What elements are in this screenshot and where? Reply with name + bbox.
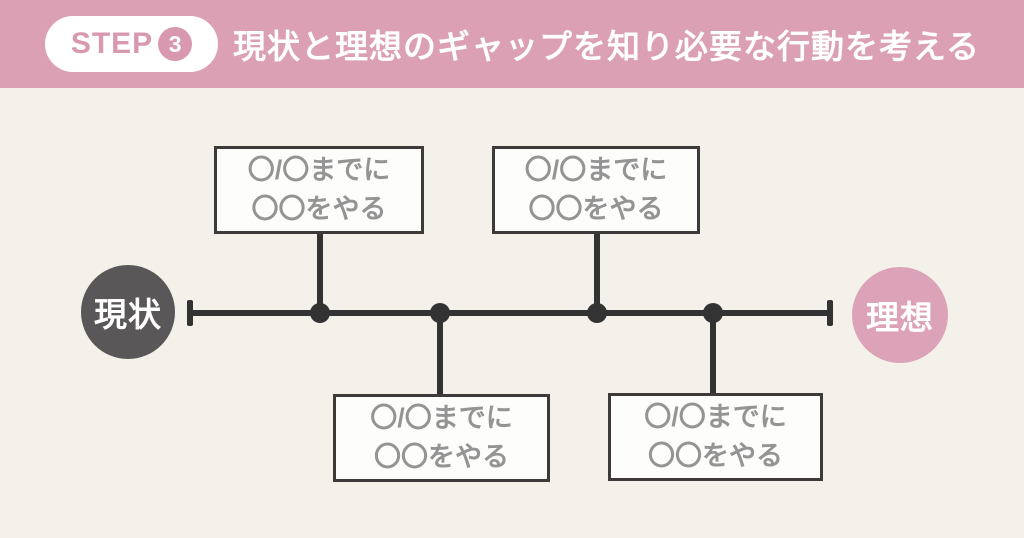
ideal-state-circle: 理想 bbox=[852, 267, 948, 363]
timeline-dot-1 bbox=[310, 303, 330, 323]
task-1-deadline: 〇/〇までに bbox=[247, 154, 391, 185]
step-badge-label: STEP bbox=[70, 27, 154, 60]
task-box-4: 〇/〇までに 〇〇をやる bbox=[608, 393, 823, 481]
timeline-end-cap bbox=[827, 300, 833, 326]
timeline-dot-4 bbox=[703, 303, 723, 323]
step-number-icon: 3 bbox=[158, 27, 193, 61]
connector-task-3 bbox=[594, 231, 600, 313]
timeline-line bbox=[190, 310, 833, 316]
task-box-1: 〇/〇までに 〇〇をやる bbox=[214, 146, 424, 234]
current-state-circle: 現状 bbox=[81, 265, 175, 359]
task-4-action: 〇〇をやる bbox=[648, 441, 783, 471]
connector-task-4 bbox=[710, 313, 716, 396]
timeline-start-cap bbox=[187, 300, 193, 326]
timeline-dot-3 bbox=[587, 303, 607, 323]
task-3-deadline: 〇/〇までに bbox=[524, 154, 668, 185]
task-3-action: 〇〇をやる bbox=[528, 194, 664, 224]
task-2-deadline: 〇/〇までに bbox=[370, 402, 513, 433]
task-4-deadline: 〇/〇までに bbox=[644, 401, 787, 432]
connector-task-1 bbox=[317, 231, 323, 313]
timeline-dot-2 bbox=[430, 303, 450, 323]
task-1-action: 〇〇をやる bbox=[251, 194, 387, 224]
header-bar: STEP 3 現状と理想のギャップを知り必要な行動を考える bbox=[0, 0, 1024, 88]
task-2-action: 〇〇をやる bbox=[374, 442, 509, 472]
connector-task-2 bbox=[437, 313, 443, 397]
page-title: 現状と理想のギャップを知り必要な行動を考える bbox=[233, 28, 981, 65]
task-box-2: 〇/〇までに 〇〇をやる bbox=[492, 146, 700, 234]
task-box-3: 〇/〇までに 〇〇をやる bbox=[333, 394, 550, 482]
step-badge: STEP 3 bbox=[45, 16, 218, 72]
